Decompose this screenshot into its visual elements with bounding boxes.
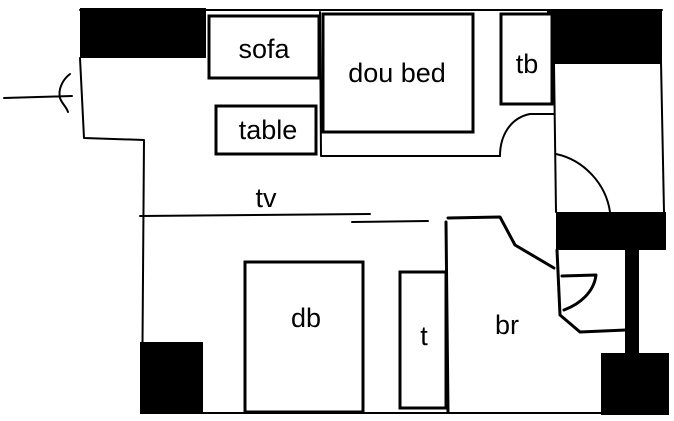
bathroom-wall-top bbox=[446, 215, 556, 270]
bathroom-door-swing bbox=[560, 273, 598, 312]
sofa-label: sofa bbox=[238, 34, 290, 64]
entrance-mark bbox=[3, 73, 73, 113]
wall-left-upper bbox=[79, 57, 145, 413]
pillar-column-right bbox=[625, 248, 639, 356]
pillar-bottom-right bbox=[601, 353, 669, 415]
pillar-mid-right bbox=[556, 212, 666, 250]
door-swing-right bbox=[555, 153, 611, 213]
bathroom-door-frame bbox=[555, 248, 628, 334]
sofa-box bbox=[207, 14, 321, 80]
wall-right-inner bbox=[553, 63, 557, 213]
tb-box bbox=[499, 12, 554, 106]
double-bed-bottom-label: db bbox=[291, 303, 321, 333]
tb-label: tb bbox=[516, 49, 539, 79]
wall-right-upper bbox=[660, 61, 665, 213]
pillar-top-right bbox=[547, 10, 662, 64]
br-label: br bbox=[495, 310, 519, 340]
double-bed-bottom-box bbox=[243, 260, 365, 414]
t-box bbox=[398, 270, 448, 410]
table-label: table bbox=[239, 115, 298, 145]
table-box bbox=[214, 104, 318, 156]
pillar-top-left bbox=[80, 8, 206, 58]
t-label: t bbox=[420, 321, 428, 351]
tv-label: tv bbox=[255, 183, 277, 213]
pillar-bottom-left bbox=[140, 342, 203, 414]
double-bed-top-box bbox=[321, 12, 475, 134]
door-swing-top bbox=[499, 113, 555, 157]
tv-line-short bbox=[351, 220, 429, 223]
double-bed-top-label: dou bed bbox=[348, 58, 446, 88]
tv-line-long bbox=[139, 213, 371, 217]
